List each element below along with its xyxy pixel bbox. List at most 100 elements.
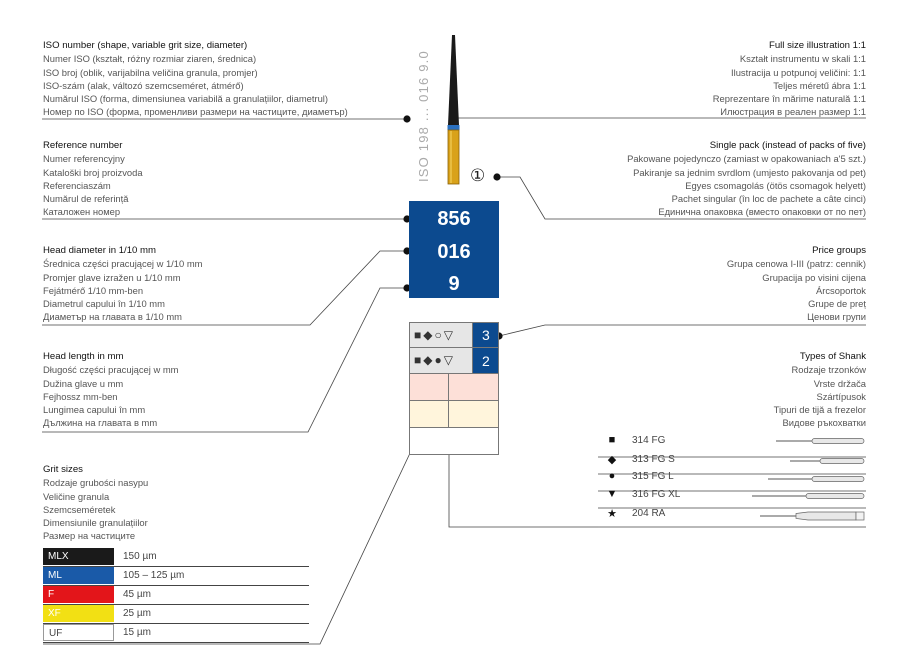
shank-illustration-313	[790, 458, 865, 464]
shank-row: ■ 314 FG	[598, 433, 866, 450]
grid-row2-price: 2	[472, 347, 499, 374]
grit-row-divider	[43, 585, 309, 586]
grit-code: ML	[43, 567, 114, 584]
grid-row1-symbols-cell: ■◆○▽	[409, 322, 473, 348]
bur-illustration	[447, 35, 460, 185]
grit-row-divider	[43, 566, 309, 567]
grit-block: Grit sizes Rodzaje grubości nasypu Velič…	[43, 463, 148, 543]
grit-size: 105 – 125 µm	[123, 570, 185, 581]
iso-line: Номер по ISO (форма, променливи размери …	[43, 106, 348, 118]
grit-row-divider	[43, 604, 309, 605]
full-size-line: Reprezentare în mărime naturală 1:1	[712, 93, 866, 105]
grit-row-divider	[43, 642, 309, 643]
grit-line: Dimensiunile granulațiilor	[43, 517, 148, 529]
grit-size: 45 µm	[123, 589, 151, 600]
shank-block: Types of Shank Rodzaje trzonków Vrste dr…	[774, 350, 866, 430]
reference-title: Reference number	[43, 140, 123, 151]
grit-row: MLX 150 µm	[43, 548, 309, 567]
grid-row2-symbols: ■◆●▽	[414, 353, 455, 367]
grit-row: ML 105 – 125 µm	[43, 567, 309, 586]
full-size-line: Ilustracija u potpunoj veličini: 1:1	[731, 66, 866, 78]
head-diameter-connector	[42, 250, 405, 326]
grid-cell-pink-left	[409, 373, 449, 401]
single-pack-symbol: ①	[470, 166, 486, 185]
shank-label: 204 RA	[632, 508, 666, 519]
reference-line: Numer referencyjny	[43, 153, 125, 165]
grit-line: Rodzaje grubości nasypu	[43, 477, 149, 489]
shank-symbol: ■	[608, 434, 616, 446]
grit-line: Szemcseméretek	[43, 503, 116, 515]
price-line: Árcsoportok	[815, 284, 866, 296]
grit-connector	[43, 414, 429, 645]
shank-label: 315 FG L	[632, 471, 674, 482]
full-size-title: Full size illustration 1:1	[768, 40, 866, 51]
head-diameter-dot	[403, 247, 411, 255]
grit-code: XF	[43, 605, 114, 622]
grit-title: Grit sizes	[43, 464, 83, 475]
reference-line: Kataloški broj proizvoda	[43, 166, 143, 178]
single-pack-line: Единична опаковка (вместо опаковки от по…	[658, 206, 866, 218]
shank-symbol: ▼	[606, 488, 618, 500]
grid-row1-symbols: ■◆○▽	[414, 328, 455, 342]
shank-illustration-314	[776, 438, 865, 444]
grit-line: Размер на частиците	[43, 530, 136, 542]
price-block: Price groups Grupa cenowa I-III (patrz: …	[727, 244, 866, 324]
shank-label: 314 FG	[632, 435, 666, 446]
grit-size: 150 µm	[123, 551, 157, 562]
head-length-line: Dužina glave u mm	[43, 377, 124, 389]
iso-vertical-label: ISO 198 ... 016 9.0	[416, 50, 431, 182]
shank-illustration-315	[768, 476, 865, 482]
single-pack-line: Pakiranje sa jednim svrdlom (umjesto pak…	[633, 166, 866, 178]
reference-block: Reference number Numer referencyjny Kata…	[43, 139, 143, 219]
head-length-block: Head length in mm Długość części pracują…	[43, 350, 178, 430]
full-size-line: Teljes méretű ábra 1:1	[773, 79, 866, 91]
shank-line: Szártípusok	[816, 390, 866, 402]
price-line: Ценови групи	[807, 311, 866, 323]
shank-row: ◆313 FG S	[598, 452, 866, 469]
single-pack-connector	[498, 176, 866, 220]
head-length-line: Długość części pracującej w mm	[43, 364, 179, 376]
shank-row: ● 315 FG L	[598, 469, 866, 486]
iso-dot	[403, 115, 411, 123]
shank-illustration-204	[760, 511, 865, 521]
single-pack-line: Egyes csomagolás (ötös csomagok helyett)	[685, 179, 866, 191]
head-length-line: Fejhossz mm-ben	[43, 390, 118, 402]
shank-symbol: ◆	[607, 454, 617, 466]
head-length-line: Дължина на главата в mm	[43, 417, 158, 429]
iso-title: ISO number (shape, variable grit size, d…	[43, 40, 248, 51]
reference-line: Referenciaszám	[43, 179, 111, 191]
single-pack-dot	[493, 173, 501, 181]
full-size-block: Full size illustration 1:1 Kształt instr…	[713, 39, 866, 119]
reference-line: Каталожен номер	[43, 206, 121, 218]
shank-line: Vrste držača	[813, 377, 866, 389]
iso-line: ISO broj (oblik, varijabilna veličina gr…	[43, 66, 258, 78]
full-size-line: Илюстрация в реален размер 1:1	[720, 106, 866, 118]
single-pack-line: Pakowane pojedynczo (zamiast w opakowani…	[627, 153, 866, 165]
iso-line: Numărul ISO (forma, dimensiunea variabil…	[43, 93, 329, 105]
shank-row: ★204 RA	[598, 506, 866, 523]
iso-line: ISO-szám (alak, változó szemcseméret, át…	[43, 79, 244, 91]
grid-row1-price: 3	[472, 322, 499, 348]
head-diameter-line: Promjer glave izražen u 1/10 mm	[43, 271, 181, 283]
iso-line: Numer ISO (kształt, różny rozmiar ziaren…	[43, 53, 257, 65]
grit-code: UF	[43, 624, 114, 641]
shank-illustration-316	[752, 493, 865, 499]
grit-row: XF 25 µm	[43, 605, 309, 624]
grit-size: 25 µm	[123, 608, 151, 619]
price-line: Grupacija po visini cijena	[762, 271, 866, 283]
shank-label: 316 FG XL	[632, 489, 681, 500]
single-pack-block: Single pack (instead of packs of five) P…	[627, 139, 866, 219]
shank-title: Types of Shank	[799, 351, 866, 362]
grit-code: MLX	[43, 548, 114, 565]
head-diameter-title: Head diameter in 1/10 mm	[43, 245, 157, 256]
grit-row-divider	[43, 623, 309, 624]
head-length-dot	[403, 284, 411, 292]
shank-symbol: ●	[608, 470, 616, 482]
grid-cell-cream-left	[409, 400, 449, 428]
price-line: Grupa cenowa I-III (patrz: cennik)	[726, 258, 866, 270]
grid-row2-num: 2	[482, 353, 490, 369]
shank-line: Rodzaje trzonków	[791, 364, 866, 376]
grit-code: F	[43, 586, 114, 603]
head-length-line: Lungimea capului în mm	[43, 404, 146, 416]
